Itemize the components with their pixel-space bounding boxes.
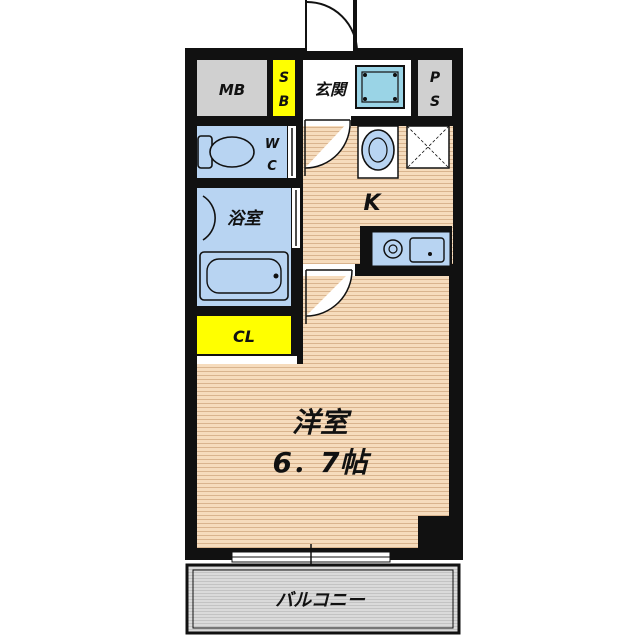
label-ps-s: S <box>430 94 440 110</box>
fridge-space <box>406 125 450 169</box>
label-balcony: バルコニー <box>275 590 366 611</box>
label-ps-p: P <box>430 70 441 86</box>
bathtub-icon <box>199 251 289 301</box>
label-sb-b: B <box>279 94 290 110</box>
label-sb-s: S <box>279 70 289 86</box>
genkan-tile <box>355 65 405 109</box>
pillar <box>418 516 449 548</box>
label-kitchen: K <box>363 191 382 216</box>
label-wc-c: C <box>267 159 277 174</box>
closet <box>197 316 291 354</box>
balcony <box>185 563 461 635</box>
label-closet: CL <box>233 327 255 346</box>
shoe-box <box>273 60 295 116</box>
label-wc-w: W <box>265 137 280 152</box>
pipe-space <box>418 60 452 116</box>
washing-machine-icon <box>357 125 399 179</box>
main-room-floor <box>197 364 449 548</box>
label-room-area: 6．7帖 <box>273 446 372 479</box>
kitchen-counter <box>360 226 452 272</box>
label-main-room: 洋室 <box>292 406 352 439</box>
washbasin-icon <box>202 195 216 241</box>
meter-box <box>197 60 267 116</box>
label-genkan: 玄関 <box>314 80 349 99</box>
entrance-door <box>305 0 358 53</box>
label-bathroom: 浴室 <box>227 209 264 229</box>
toilet-icon <box>197 135 255 169</box>
main-room-floor-upper <box>303 276 449 364</box>
label-mb: MB <box>219 81 245 99</box>
